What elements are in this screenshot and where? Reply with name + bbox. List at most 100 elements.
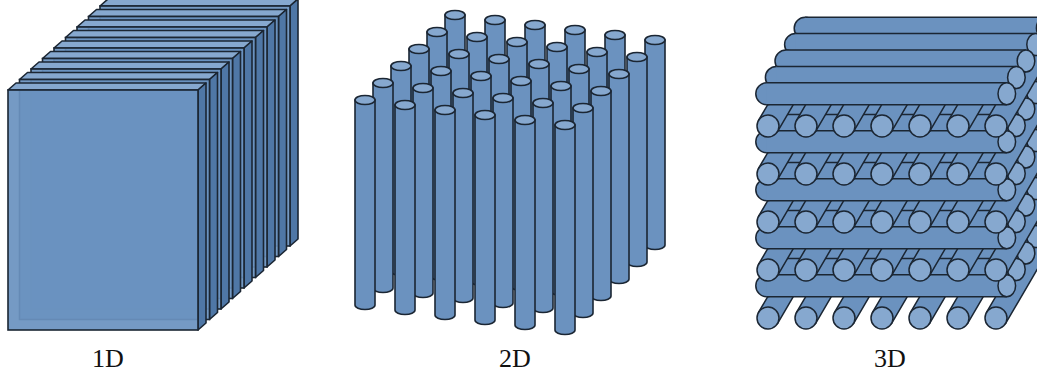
plate-side: [279, 10, 287, 257]
woodpile-rod-cross: [767, 83, 1007, 105]
woodpile-rod-end: [998, 83, 1016, 105]
dimension-label: 2D: [499, 344, 531, 374]
woodpile-rod-edge: [767, 200, 1007, 202]
woodpile-rod-end: [909, 163, 931, 185]
woodpile-rod-end: [795, 211, 817, 233]
rod-top: [609, 70, 629, 79]
woodpile-rod-edge: [767, 248, 1007, 250]
rod-top: [605, 31, 625, 40]
woodpile-rod-end: [909, 259, 931, 281]
rod-top: [529, 60, 549, 69]
rod-top: [569, 65, 589, 74]
rod-top: [507, 38, 527, 47]
rod-body: [555, 125, 575, 335]
woodpile-rod-end: [985, 163, 1007, 185]
rod-top: [453, 89, 473, 98]
rod-top: [489, 55, 509, 64]
woodpile-rod-end: [833, 259, 855, 281]
rod-body: [627, 57, 647, 267]
woodpile-rod-end: [985, 115, 1007, 137]
rod-top: [471, 72, 491, 81]
rod-body: [413, 88, 433, 298]
rod-body: [515, 120, 535, 330]
rod-top: [591, 87, 611, 96]
plate-side: [256, 31, 264, 278]
rod-top: [435, 106, 455, 115]
woodpile-rod-end: [909, 211, 931, 233]
woodpile-rod-end: [985, 211, 1007, 233]
woodpile-rod-edge: [767, 82, 1007, 84]
woodpile-rod-end: [871, 307, 893, 329]
rod-top: [565, 26, 585, 35]
woodpile-rod-edge: [776, 66, 1016, 68]
plate-side: [210, 73, 218, 320]
rod-top: [445, 11, 465, 20]
rod-top: [449, 50, 469, 59]
woodpile-rod-end: [795, 115, 817, 137]
woodpile-rod-end: [909, 307, 931, 329]
rod-body: [435, 110, 455, 320]
rod-top: [409, 45, 429, 54]
rod-top: [525, 21, 545, 30]
woodpile-rod-end: [947, 163, 969, 185]
rod-body: [453, 93, 473, 303]
rod-top: [467, 33, 487, 42]
rod-top: [355, 96, 375, 105]
rod-body: [645, 40, 665, 250]
woodpile-rod-edge: [786, 49, 1026, 51]
rod-top: [533, 99, 553, 108]
woodpile-rod-end: [985, 259, 1007, 281]
plate-side: [233, 52, 241, 299]
rod-body: [475, 115, 495, 325]
rod-top: [511, 77, 531, 86]
woodpile-rod-end: [871, 163, 893, 185]
woodpile-rod-end: [871, 115, 893, 137]
woodpile-rod-end: [757, 307, 779, 329]
rod-top: [431, 67, 451, 76]
woodpile-rod-edge: [767, 104, 1007, 106]
rod-top: [493, 94, 513, 103]
woodpile-rod-edge: [767, 152, 1007, 154]
woodpile-rod-end: [795, 163, 817, 185]
rod-top: [427, 28, 447, 37]
plate-top: [77, 20, 275, 27]
woodpile-rod-end: [757, 115, 779, 137]
plate-side: [221, 62, 229, 309]
plate-top: [43, 52, 241, 59]
woodpile-rod-end: [909, 115, 931, 137]
woodpile-rod-end: [833, 211, 855, 233]
rod-body: [573, 108, 593, 318]
woodpile-rod-end: [833, 163, 855, 185]
plate-face: [8, 90, 198, 330]
plate-top: [20, 73, 218, 80]
woodpile-rod-end: [757, 259, 779, 281]
rod-top: [573, 104, 593, 113]
plate-top: [100, 0, 298, 6]
woodpile-rod-end: [757, 211, 779, 233]
rod-top: [555, 121, 575, 130]
rod-body: [609, 74, 629, 284]
rod-body: [591, 91, 611, 301]
woodpile-rod-end: [871, 259, 893, 281]
woodpile-rod-end: [947, 307, 969, 329]
rod-top: [373, 79, 393, 88]
rod-body: [355, 100, 375, 310]
woodpile-rod-end: [757, 163, 779, 185]
rod-body: [395, 105, 415, 315]
rod-top: [645, 36, 665, 45]
plate-top: [89, 10, 287, 17]
plate-top: [54, 41, 252, 48]
dimension-label: 1D: [92, 344, 124, 374]
rod-top: [395, 101, 415, 110]
woodpile-rod-end: [947, 211, 969, 233]
rod-body: [533, 103, 553, 313]
rod-top: [547, 43, 567, 52]
rod-top: [391, 62, 411, 71]
rod-top: [587, 48, 607, 57]
plate-top: [31, 62, 229, 69]
rod-top: [485, 16, 505, 25]
woodpile-rod-end: [985, 307, 1007, 329]
woodpile-rod-edge: [796, 33, 1036, 35]
